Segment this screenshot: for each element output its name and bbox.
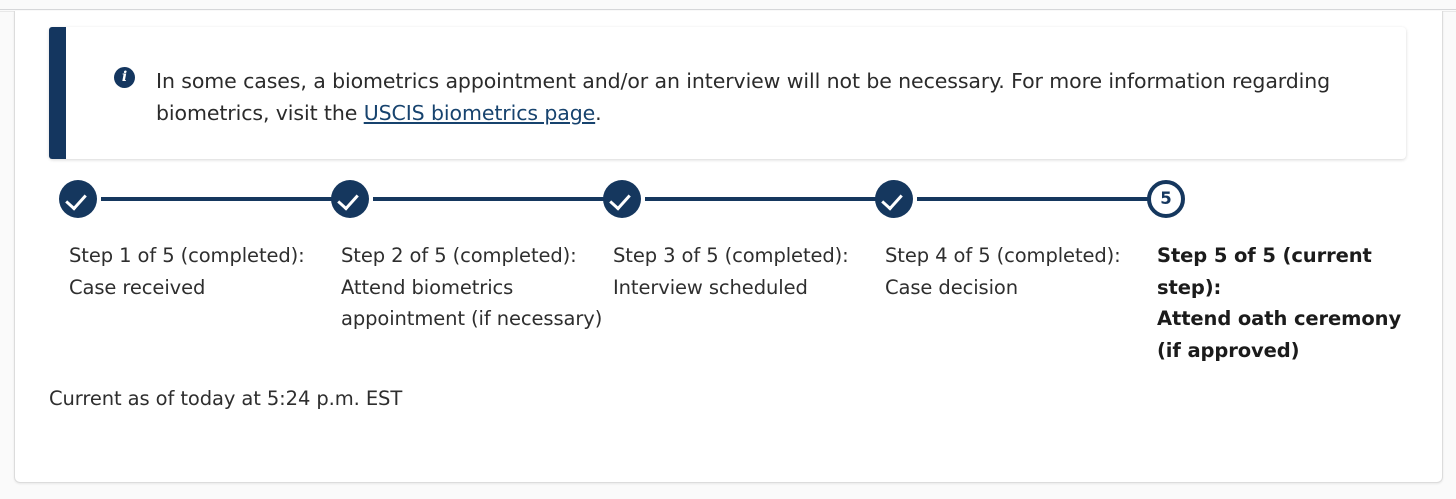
step-node-4: [875, 180, 1167, 218]
step-1-label-line1: Step 1 of 5 (completed):: [69, 244, 305, 267]
step-5-label-line1: Step 5 of 5 (current step):: [1157, 244, 1372, 299]
step-1-check-icon: [59, 180, 97, 218]
stepper-markers-row: 5: [59, 180, 1409, 226]
step-1-label: Step 1 of 5 (completed): Case received: [69, 240, 327, 303]
step-2-label-line1: Step 2 of 5 (completed):: [341, 244, 577, 267]
case-status-card: i In some cases, a biometrics appointmen…: [14, 11, 1443, 483]
alert-accent-bar: [49, 27, 66, 159]
top-divider-line: [0, 9, 1456, 10]
step-node-1: [59, 180, 351, 218]
biometrics-info-alert: i In some cases, a biometrics appointmen…: [49, 27, 1406, 159]
step-4-label-line1: Step 4 of 5 (completed):: [885, 244, 1121, 267]
step-5-label: Step 5 of 5 (current step): Attend oath …: [1157, 240, 1415, 366]
uscis-biometrics-page-link[interactable]: USCIS biometrics page: [363, 101, 596, 125]
step-connector-3-4: [645, 197, 891, 201]
step-5-number: 5: [1160, 189, 1172, 208]
step-3-check-icon: [603, 180, 641, 218]
step-connector-1-2: [101, 197, 347, 201]
alert-text-after-link: .: [595, 101, 602, 125]
step-4-label: Step 4 of 5 (completed): Case decision: [885, 240, 1147, 303]
alert-text-before-link: In some cases, a biometrics appointment …: [156, 69, 1331, 125]
current-as-of-status: Current as of today at 5:24 p.m. EST: [49, 387, 403, 410]
step-1-label-line2: Case received: [69, 275, 206, 299]
step-5-label-line2: Attend oath ceremony (if approved): [1157, 307, 1402, 362]
step-5-current-marker: 5: [1147, 180, 1185, 218]
alert-message: In some cases, a biometrics appointment …: [156, 65, 1356, 129]
step-4-check-icon: [875, 180, 913, 218]
step-3-label-line1: Step 3 of 5 (completed):: [613, 244, 849, 267]
step-node-5: 5: [1147, 180, 1185, 218]
step-2-check-icon: [331, 180, 369, 218]
step-connector-4-5: [917, 197, 1163, 201]
step-3-label-line2: Interview scheduled: [613, 275, 808, 299]
step-2-label: Step 2 of 5 (completed): Attend biometri…: [341, 240, 603, 335]
step-4-label-line2: Case decision: [885, 275, 1019, 299]
step-connector-2-3: [373, 197, 619, 201]
alert-body: i In some cases, a biometrics appointmen…: [66, 27, 1406, 159]
stepper-labels-row: Step 1 of 5 (completed): Case received S…: [59, 240, 1409, 362]
case-progress-stepper: 5 Step 1 of 5 (completed): Case received…: [59, 180, 1409, 362]
step-3-label: Step 3 of 5 (completed): Interview sched…: [613, 240, 875, 303]
step-node-3: [603, 180, 895, 218]
step-node-2: [331, 180, 623, 218]
info-icon: i: [114, 67, 135, 88]
step-2-label-line2: Attend biometrics appointment (if necess…: [341, 275, 603, 331]
